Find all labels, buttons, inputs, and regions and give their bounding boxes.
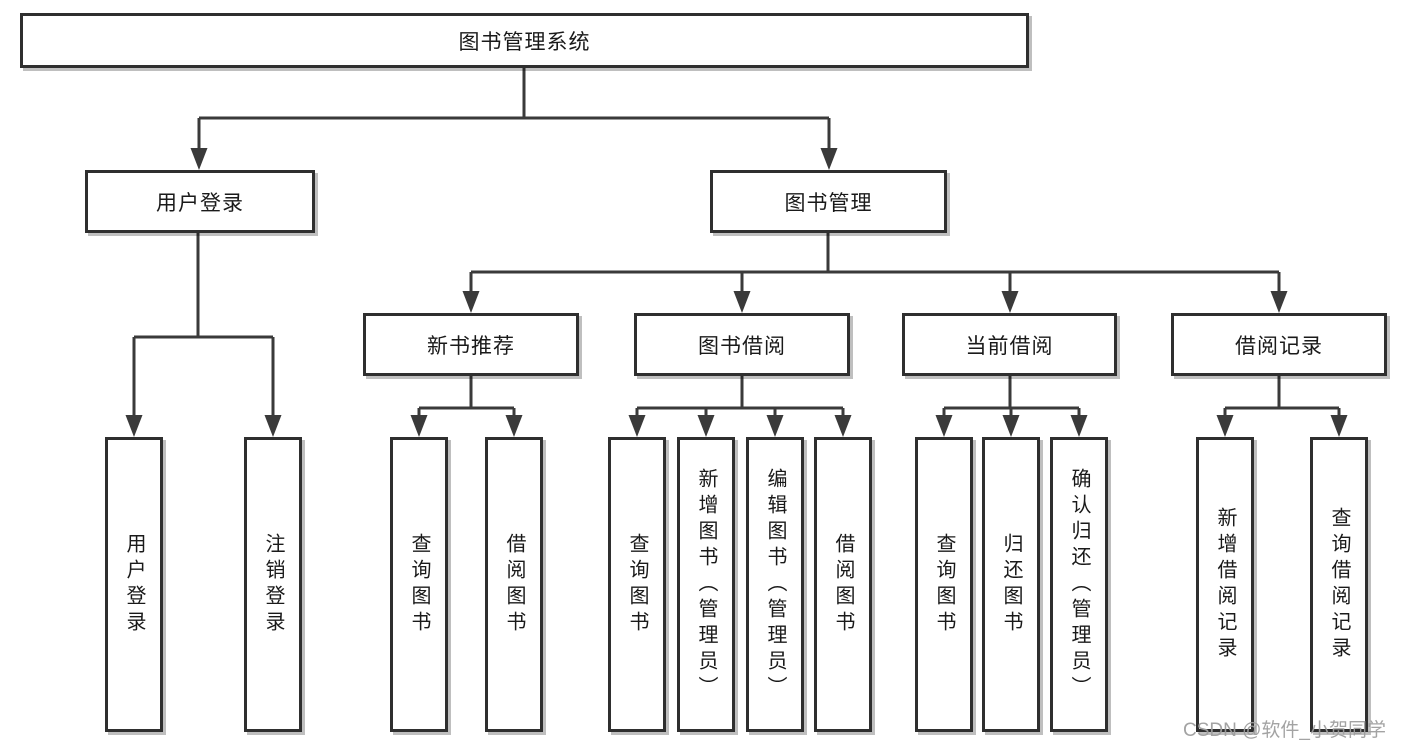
leaf-query-books-3: 查询图书: [915, 437, 973, 732]
node-new-book-recommend-label: 新书推荐: [427, 334, 515, 358]
leaf-borrow-books-1-label: 借阅图书: [503, 532, 525, 637]
node-book-management-label: 图书管理: [784, 191, 873, 215]
leaf-add-book-admin: 新增图书（管理员）: [677, 437, 735, 732]
leaf-query-books-3-label: 查询图书: [933, 532, 955, 637]
leaf-query-books-2-label: 查询图书: [626, 532, 648, 637]
node-current-borrowing: 当前借阅: [902, 313, 1117, 376]
leaf-user-login: 用户登录: [105, 437, 163, 732]
node-current-borrowing-label: 当前借阅: [965, 334, 1054, 358]
leaf-edit-book-admin-label: 编辑图书（管理员）: [764, 467, 786, 702]
node-user-login: 用户登录: [85, 170, 315, 233]
csdn-watermark: CSDN @软件_小贺同学: [1183, 720, 1386, 741]
node-borrowing-records: 借阅记录: [1171, 313, 1387, 376]
leaf-query-books-1: 查询图书: [390, 437, 448, 732]
leaf-edit-book-admin: 编辑图书（管理员）: [746, 437, 804, 732]
node-root: 图书管理系统: [20, 13, 1029, 68]
node-root-label: 图书管理系统: [458, 30, 591, 54]
leaf-query-borrow-record: 查询借阅记录: [1310, 437, 1368, 732]
leaf-confirm-return-admin: 确认归还（管理员）: [1050, 437, 1108, 732]
leaf-borrow-books-1: 借阅图书: [485, 437, 543, 732]
leaf-logout: 注销登录: [244, 437, 302, 732]
leaf-query-books-1-label: 查询图书: [408, 532, 430, 637]
leaf-query-books-2: 查询图书: [608, 437, 666, 732]
leaf-add-book-admin-label: 新增图书（管理员）: [695, 467, 717, 702]
node-book-management: 图书管理: [710, 170, 947, 233]
leaf-return-book: 归还图书: [982, 437, 1040, 732]
leaf-user-login-label: 用户登录: [123, 532, 145, 637]
leaf-query-borrow-record-label: 查询借阅记录: [1328, 506, 1350, 663]
leaf-add-borrow-record-label: 新增借阅记录: [1214, 506, 1236, 663]
node-new-book-recommend: 新书推荐: [363, 313, 579, 376]
node-borrowing-records-label: 借阅记录: [1235, 334, 1323, 358]
arrowheads: [125, 148, 1348, 437]
leaf-return-book-label: 归还图书: [1000, 532, 1022, 637]
leaf-logout-label: 注销登录: [262, 532, 284, 637]
leaf-borrow-books-2: 借阅图书: [814, 437, 872, 732]
leaf-add-borrow-record: 新增借阅记录: [1196, 437, 1254, 732]
leaf-confirm-return-admin-label: 确认归还（管理员）: [1068, 467, 1090, 702]
node-user-login-label: 用户登录: [156, 191, 244, 215]
node-book-borrowing: 图书借阅: [634, 313, 850, 376]
node-book-borrowing-label: 图书借阅: [698, 334, 786, 358]
leaf-borrow-books-2-label: 借阅图书: [832, 532, 854, 637]
